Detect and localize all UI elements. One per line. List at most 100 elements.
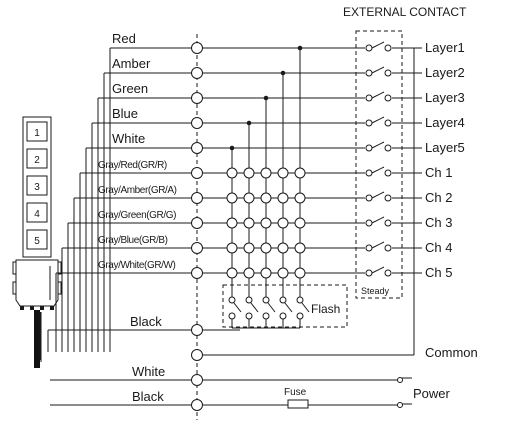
channel-node [260, 167, 272, 179]
channel-node [260, 242, 272, 254]
junction-dot [263, 95, 269, 101]
external-contact-box [355, 30, 403, 299]
terminal-node [191, 399, 203, 411]
channel-node [277, 242, 289, 254]
channel-node [277, 267, 289, 279]
channel-node [277, 217, 289, 229]
contact-node [384, 94, 392, 102]
wire-label: Red [112, 31, 136, 46]
channel-node [226, 167, 238, 179]
flash-contact-node [296, 312, 304, 320]
junction-dot [297, 45, 303, 51]
contact-node [365, 219, 373, 227]
terminal-node [191, 192, 203, 204]
output-label: Ch 1 [425, 165, 452, 180]
black-wire-label: Black [130, 314, 162, 329]
channel-node [294, 267, 306, 279]
terminal-node [191, 67, 203, 79]
output-label: Ch 2 [425, 190, 452, 205]
flash-switch [267, 302, 276, 313]
output-label: Layer3 [425, 90, 465, 105]
terminal-node [191, 374, 203, 386]
flash-switch [250, 302, 259, 313]
tower-layer-label: 5 [34, 236, 40, 247]
power-wire-label-black: Black [132, 389, 164, 404]
channel-node [226, 192, 238, 204]
flash-contact-node [296, 296, 304, 304]
contact-switch [371, 116, 385, 124]
channel-node [294, 242, 306, 254]
tower-layer-label: 1 [34, 128, 40, 139]
tower-layer-label: 4 [34, 209, 40, 220]
channel-node [243, 217, 255, 229]
contact-node [365, 169, 373, 177]
contact-node [384, 69, 392, 77]
channel-node [260, 267, 272, 279]
channel-node [243, 242, 255, 254]
junction-dot [246, 120, 252, 126]
contact-node [384, 144, 392, 152]
channel-node [243, 167, 255, 179]
contact-node [365, 144, 373, 152]
contact-node [365, 69, 373, 77]
contact-switch [371, 91, 385, 99]
contact-switch [371, 216, 385, 224]
wire-label: Amber [112, 56, 151, 71]
terminal-node [191, 349, 203, 361]
terminal-node [191, 117, 203, 129]
fuse [287, 399, 309, 409]
flash-contact-node [262, 296, 270, 304]
signal-tower: 1 2 3 4 5 [12, 116, 62, 368]
flash-contact-node [228, 296, 236, 304]
output-label: Layer2 [425, 65, 465, 80]
flash-label: Flash [311, 302, 340, 316]
terminal-node [191, 92, 203, 104]
wiring: RedLayer1AmberLayer2GreenLayer3BlueLayer… [47, 31, 465, 420]
fuse-label: Fuse [284, 387, 307, 398]
power-label: Power [413, 386, 451, 401]
tower-layer-box [26, 175, 48, 196]
output-label: Layer4 [425, 115, 465, 130]
common-label: Common [425, 345, 478, 360]
tower-mount-base [15, 259, 59, 307]
flash-contact-node [279, 312, 287, 320]
channel-node [294, 167, 306, 179]
junction-dot [229, 145, 235, 151]
channel-node [277, 192, 289, 204]
tower-layer-box [26, 229, 48, 250]
wire-label: Gray/White(GR/W) [98, 260, 176, 271]
contact-node [384, 44, 392, 52]
terminal-node [191, 42, 203, 54]
junction-dot [280, 70, 286, 76]
contact-node [384, 194, 392, 202]
output-label: Ch 5 [425, 265, 452, 280]
contact-node [365, 119, 373, 127]
channel-node [277, 167, 289, 179]
terminal-node [191, 242, 203, 254]
contact-switch [371, 41, 385, 49]
wire-label: White [112, 131, 145, 146]
tower-layer-label: 3 [34, 182, 40, 193]
contact-node [365, 244, 373, 252]
contact-node [384, 244, 392, 252]
external-contact-title: EXTERNAL CONTACT [343, 5, 467, 19]
flash-switch [284, 302, 293, 313]
power-wire-label-white: White [132, 364, 165, 379]
channel-node [226, 242, 238, 254]
contact-node [384, 219, 392, 227]
channel-node [243, 267, 255, 279]
wire-label: Gray/Red(GR/R) [98, 160, 167, 171]
flash-contact-node [245, 312, 253, 320]
contact-node [384, 269, 392, 277]
wire-label: Gray/Green(GR/G) [98, 210, 176, 221]
contact-node [384, 169, 392, 177]
power-terminal [397, 377, 403, 383]
wire-label: Green [112, 81, 148, 96]
terminal-node [191, 324, 203, 336]
contact-node [365, 269, 373, 277]
contact-switch [371, 166, 385, 174]
flash-switch [233, 302, 242, 313]
output-label: Ch 4 [425, 240, 452, 255]
flash-box [222, 284, 348, 328]
